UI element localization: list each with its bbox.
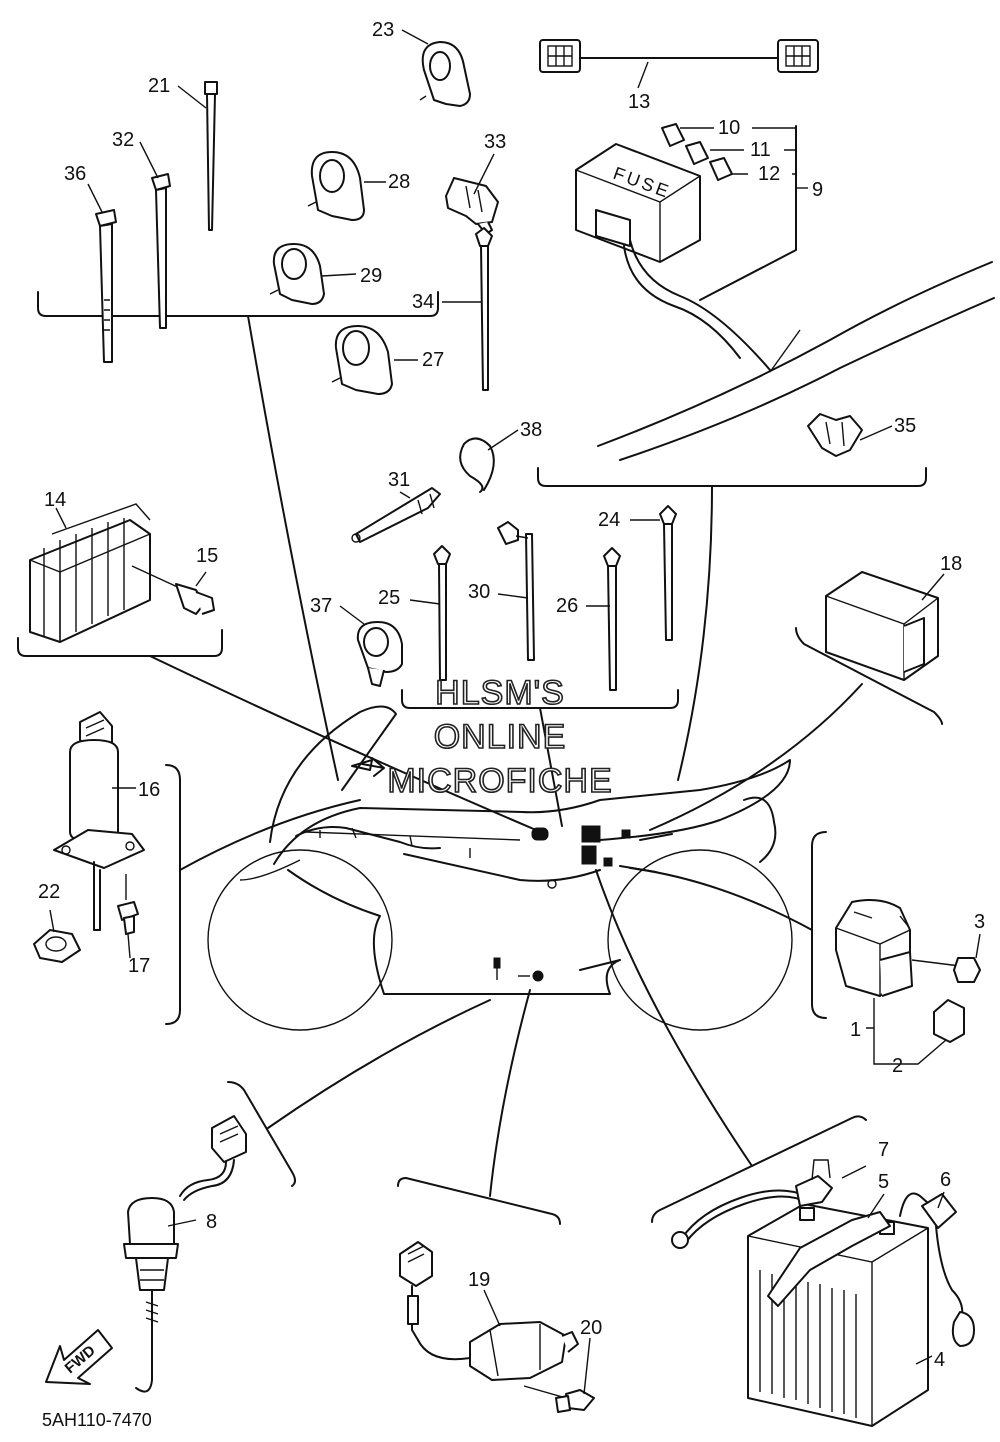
leader-lines: [149, 315, 863, 1197]
label-31: 31: [388, 469, 410, 491]
label-11: 11: [750, 139, 771, 161]
label-1: 1: [850, 1019, 861, 1041]
label-7: 7: [878, 1139, 889, 1161]
screw-17: [117, 874, 139, 935]
starter-relay-1: [835, 899, 913, 997]
fuses-10-11-12: [661, 123, 733, 181]
rectifier-regulator-14: [29, 503, 151, 643]
cable-tie-26: [603, 547, 621, 691]
label-leaders: [49, 29, 981, 1395]
cable-tie-24: [659, 505, 677, 641]
stay-31: [351, 487, 441, 543]
label-3: 3: [974, 911, 985, 933]
label-6: 6: [940, 1169, 951, 1191]
label-36: 36: [64, 163, 86, 185]
group-brackets: [17, 291, 943, 1225]
cap-2: [933, 999, 965, 1043]
clip-33: [445, 177, 499, 235]
clamp-23: [419, 41, 471, 107]
coupler-13: [539, 39, 819, 73]
label-35: 35: [894, 415, 916, 437]
clamp-37: [356, 621, 403, 687]
label-19: 19: [468, 1269, 490, 1291]
bolt-3: [911, 957, 981, 983]
label-14: 14: [44, 489, 66, 511]
clip-35: [807, 413, 863, 457]
label-21: 21: [148, 75, 170, 97]
fwd-arrow: FWD: [45, 1329, 113, 1385]
bolt-15: [131, 565, 215, 615]
neutral-switch-8: [123, 1115, 247, 1393]
cable-tie-30: [497, 521, 535, 661]
label-5: 5: [878, 1171, 889, 1193]
clamp-28: [307, 151, 365, 221]
band-38: [459, 437, 495, 493]
cable-tie-34: [475, 227, 493, 391]
fuse-box-9: FUSE: [575, 125, 797, 371]
label-29: 29: [360, 265, 382, 287]
watermark: HLSM'S ONLINE MICROFICHE: [387, 673, 613, 801]
motorcycle-silhouette: [207, 705, 793, 1031]
label-4: 4: [934, 1349, 945, 1371]
label-38: 38: [520, 419, 542, 441]
label-37: 37: [310, 595, 332, 617]
label-12: 12: [758, 163, 780, 185]
drawing-code: 5AH110-7470: [42, 1410, 152, 1430]
label-8: 8: [206, 1211, 217, 1233]
label-9: 9: [812, 179, 823, 201]
cable-tie-32: [151, 173, 171, 329]
sidestand-switch-19: [399, 1241, 579, 1381]
cable-tie-25: [433, 545, 451, 681]
label-26: 26: [556, 595, 578, 617]
label-15: 15: [196, 545, 218, 567]
label-34: 34: [412, 291, 434, 313]
relay-18: [825, 571, 939, 681]
watermark-line-3: MICROFICHE: [387, 762, 612, 800]
battery-cable-6: [899, 1192, 975, 1347]
label-18: 18: [940, 553, 962, 575]
label-17: 17: [128, 955, 150, 977]
label-28: 28: [388, 171, 410, 193]
clamp-27: [331, 325, 393, 395]
label-23: 23: [372, 19, 394, 41]
clamp-29: [269, 243, 325, 305]
label-20: 20: [580, 1317, 602, 1339]
label-16: 16: [138, 779, 160, 801]
part-number-labels: 1 2 3 4 5 6 7 8 9 10 11 12 13 14 15 16 1…: [38, 19, 985, 1371]
clamp-22: [33, 929, 81, 963]
label-22: 22: [38, 881, 60, 903]
main-switch-16: [53, 711, 145, 931]
label-33: 33: [484, 131, 506, 153]
cable-tie-21: [204, 81, 218, 231]
label-25: 25: [378, 587, 400, 609]
label-13: 13: [628, 91, 650, 113]
harness-tail-curves: [597, 261, 995, 461]
cable-tie-36: [95, 209, 117, 363]
watermark-line-2: ONLINE: [434, 718, 567, 756]
label-27: 27: [422, 349, 444, 371]
label-10: 10: [718, 117, 740, 139]
label-32: 32: [112, 129, 134, 151]
watermark-line-1: HLSM'S: [435, 674, 565, 712]
label-30: 30: [468, 581, 490, 603]
screw-20: [523, 1385, 595, 1413]
label-2: 2: [892, 1055, 903, 1077]
label-24: 24: [598, 509, 620, 531]
battery-cable-7: [671, 1159, 833, 1249]
battery-band-5: [767, 1211, 891, 1307]
